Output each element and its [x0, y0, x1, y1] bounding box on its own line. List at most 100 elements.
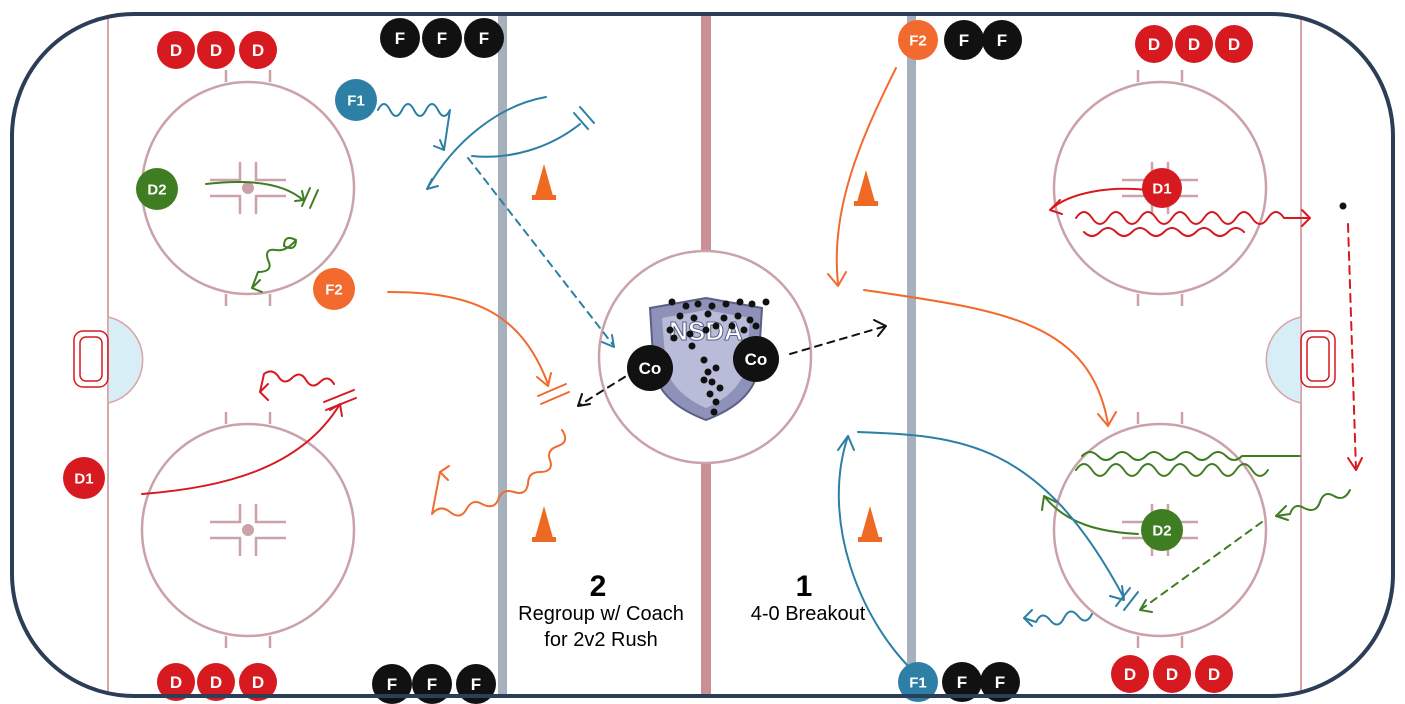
rink-boards — [10, 12, 1395, 698]
green-wavy-right-3 — [1275, 489, 1351, 517]
coach-marker-label: Co — [639, 359, 662, 378]
teal-pass-arrow-left — [601, 334, 615, 348]
puck-dot — [762, 298, 770, 306]
coach-marker-label: Co — [745, 350, 768, 369]
puck-dot — [736, 298, 744, 306]
forward-marker-label: F1 — [909, 674, 927, 691]
puck-dot — [712, 398, 720, 406]
crease-left — [107, 316, 144, 404]
defense-marker: D — [1195, 655, 1233, 693]
forward-marker-label: F — [387, 675, 397, 694]
d1-marker-left: D1 — [63, 457, 105, 499]
green-dashed-arrow-right — [1139, 599, 1153, 613]
net-left — [73, 330, 109, 388]
blue-line-right — [907, 14, 916, 696]
teal-stop-left — [573, 106, 595, 130]
coach-pass-arrow-right — [873, 319, 887, 337]
defense-marker-label: D — [1188, 35, 1200, 54]
orange-wavy-left — [431, 429, 567, 517]
f1-stop-right — [1115, 587, 1139, 611]
d2-wavy-arrow-left — [251, 279, 263, 293]
f2-arrow-right-1 — [827, 271, 847, 287]
d2-arrow-left — [205, 180, 304, 201]
f2-marker-left-label: F2 — [325, 281, 343, 298]
defense-marker: D — [1153, 655, 1191, 693]
net-right — [1300, 330, 1336, 388]
d2-marker-left: D2 — [136, 168, 178, 210]
puck-dot — [716, 384, 724, 392]
d1-marker-right-label: D1 — [1152, 180, 1171, 197]
cone-icon — [532, 506, 556, 542]
puck-dot — [722, 300, 730, 308]
puck-dot — [688, 342, 696, 350]
defense-marker: D — [197, 663, 235, 701]
f1-marker-left-label: F1 — [347, 92, 365, 109]
defense-marker-label: D — [252, 41, 264, 60]
puck-dot — [694, 300, 702, 308]
puck-dot — [700, 356, 708, 364]
puck-dot — [700, 376, 708, 384]
end-zone-faceoff-circle — [140, 412, 356, 648]
forward-marker: F — [944, 20, 984, 60]
d1-wavy-right — [1075, 211, 1309, 225]
puck-dot — [712, 322, 720, 330]
drill-title-2-line2: for 2v2 Rush — [544, 629, 657, 651]
d2-marker-right-label: D2 — [1152, 522, 1171, 539]
puck-dot — [712, 364, 720, 372]
f2-path-left — [387, 291, 549, 385]
puck-dot — [682, 302, 690, 310]
defense-marker: D — [157, 663, 195, 701]
green-dashed-right — [1139, 521, 1263, 611]
d1-wavy-extra-right — [1083, 227, 1245, 237]
puck-dot — [706, 390, 714, 398]
f1-path-right-1 — [837, 435, 915, 673]
green-wavy-arrow-right-3 — [1275, 505, 1289, 521]
defense-marker-label: D — [1228, 35, 1240, 54]
puck-dot — [704, 310, 712, 318]
defense-marker: D — [239, 31, 277, 69]
forward-marker: F — [380, 18, 420, 58]
f2-path-right-2 — [863, 289, 1109, 425]
d2-marker-left-label: D2 — [147, 181, 166, 198]
defense-marker-label: D — [170, 41, 182, 60]
cone-icon — [532, 164, 556, 200]
forward-marker-label: F — [395, 29, 405, 48]
teal-curve-left-2 — [471, 123, 581, 158]
puck-dot — [702, 326, 710, 334]
puck-dot — [686, 330, 694, 338]
forward-marker-label: F — [427, 675, 437, 694]
f1-skate-path-left — [377, 103, 451, 151]
f2-arrow-left — [536, 372, 552, 387]
defense-marker-label: D — [170, 673, 182, 692]
drill-label-2: 2 Regroup w/ Coach for 2v2 Rush — [518, 570, 684, 651]
cone-icon — [854, 170, 878, 206]
defense-marker-label: D — [252, 673, 264, 692]
defense-marker-label: D — [210, 41, 222, 60]
green-wavy-right-2 — [1081, 451, 1301, 461]
puck-dot — [720, 314, 728, 322]
defense-marker: D — [1215, 25, 1253, 63]
puck-dot — [748, 300, 756, 308]
d1-marker-right: D1 — [1142, 168, 1182, 208]
d1-arrowhead-right — [1049, 199, 1063, 215]
red-dashed-arrow-right — [1347, 457, 1363, 471]
orange-wavy-arrow-left — [439, 465, 450, 481]
puck-dot — [690, 314, 698, 322]
d1-wavy-arrow-right — [1301, 209, 1311, 227]
end-zone-faceoff-circle — [140, 70, 356, 306]
logo-text: NSDA — [669, 316, 743, 346]
forward-marker: F — [464, 18, 504, 58]
teal-wavy-arrow-right — [1023, 609, 1033, 627]
f2-marker-left: F2 — [313, 268, 355, 310]
d1-path-left — [141, 403, 341, 495]
red-dashed-right — [1347, 223, 1357, 471]
forward-marker: F — [422, 18, 462, 58]
coach-marker: Co — [627, 345, 673, 391]
teal-curve-arrow-left-1 — [426, 178, 439, 190]
puck-right — [1339, 202, 1347, 210]
defense-marker: D — [239, 663, 277, 701]
teal-wavy-right — [1023, 610, 1093, 626]
forward-marker-label: F — [995, 673, 1005, 692]
teal-pass-left — [467, 157, 615, 347]
